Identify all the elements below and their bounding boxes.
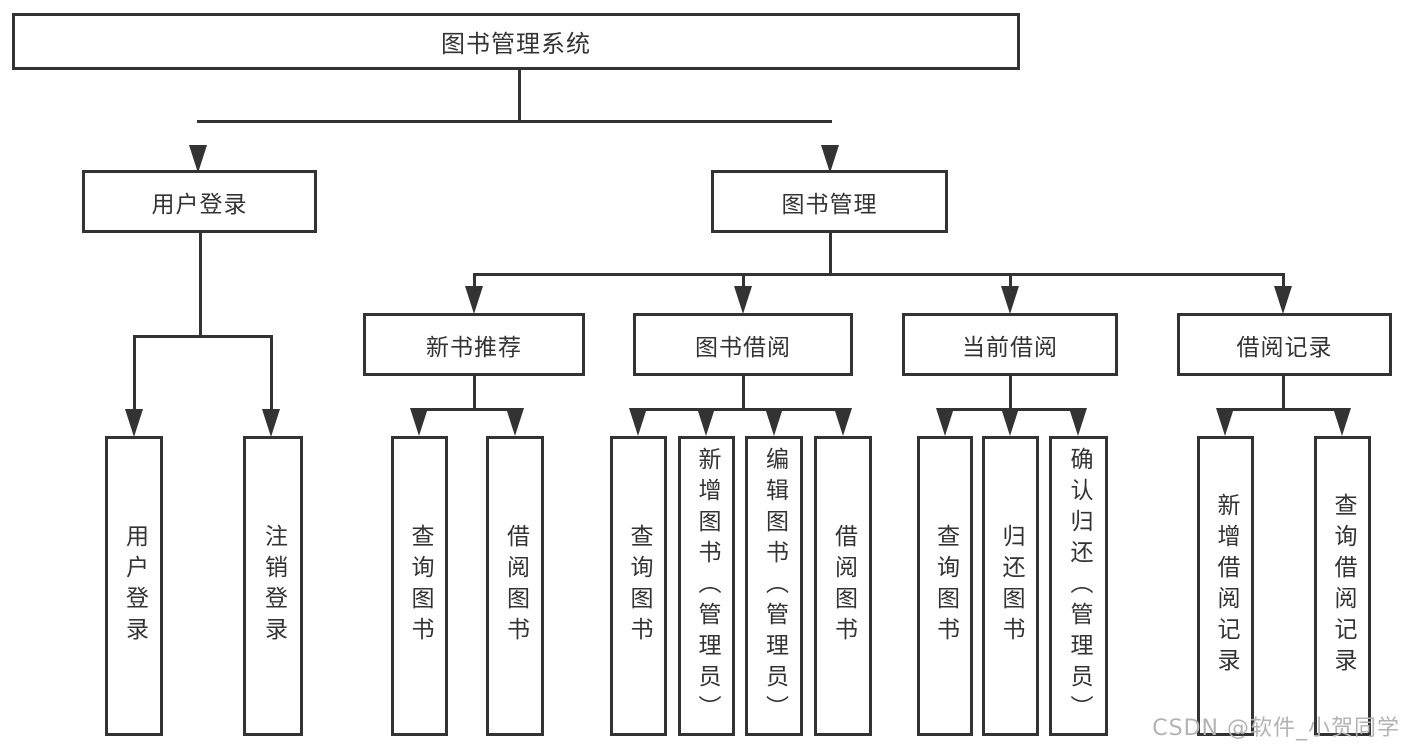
node-new-book-recommendation: 新书推荐 <box>363 313 585 376</box>
arrow-head-icon <box>629 408 647 436</box>
leaf-current-query-books-label: 查询图书 <box>932 524 959 648</box>
arrow-head-icon <box>936 408 954 436</box>
leaf-logout: 注销登录 <box>243 436 303 736</box>
arrow-head-icon <box>506 408 524 436</box>
arrow-head-icon <box>1069 408 1087 436</box>
leaf-borrow-borrow-books-label: 借阅图书 <box>830 524 857 648</box>
arrow-head-icon <box>410 408 428 436</box>
node-borrowing-records: 借阅记录 <box>1177 313 1392 376</box>
connector-hline <box>473 273 1285 276</box>
leaf-newbook-query-books-label: 查询图书 <box>407 524 433 648</box>
leaf-borrow-query-books-label: 查询图书 <box>626 524 652 648</box>
leaf-logout-label: 注销登录 <box>260 524 287 648</box>
connector-vline <box>269 335 273 409</box>
node-root-label: 图书管理系统 <box>441 30 591 58</box>
connector-vline <box>517 68 521 120</box>
node-borrowing-records-label: 借阅记录 <box>1236 334 1333 361</box>
connector-vline <box>1281 273 1285 287</box>
arrow-head-icon <box>1001 286 1019 314</box>
leaf-borrow-query-books: 查询图书 <box>610 436 667 736</box>
node-book-management: 图书管理 <box>711 170 948 233</box>
leaf-record-add-record: 新增借阅记录 <box>1197 436 1254 736</box>
leaf-current-return-books-label: 归还图书 <box>998 524 1024 648</box>
connector-hline <box>418 408 517 411</box>
arrow-head-icon <box>262 409 280 437</box>
leaf-user-login: 用户登录 <box>105 436 163 736</box>
node-current-borrowing-label: 当前借阅 <box>962 334 1058 361</box>
leaf-newbook-borrow-books-label: 借阅图书 <box>502 524 529 648</box>
connector-hline <box>1224 408 1344 411</box>
arrow-head-icon <box>189 145 207 173</box>
connector-vline <box>472 376 476 408</box>
leaf-borrow-edit-books-admin: 编辑图书（管理员） <box>745 436 803 736</box>
node-root: 图书管理系统 <box>12 13 1020 70</box>
leaf-newbook-query-books: 查询图书 <box>391 436 448 736</box>
arrow-head-icon <box>765 408 783 436</box>
connector-hline <box>133 335 273 338</box>
arrow-head-icon <box>1001 408 1019 436</box>
connector-vline <box>132 335 136 409</box>
connector-vline <box>1008 273 1012 287</box>
connector-vline <box>1281 376 1285 408</box>
arrow-head-icon <box>465 286 483 314</box>
leaf-borrow-add-books-admin: 新增图书（管理员） <box>678 436 735 736</box>
connector-vline <box>741 273 745 287</box>
leaf-borrow-add-books-admin-label: 新增图书（管理员） <box>694 446 720 726</box>
leaf-current-query-books: 查询图书 <box>917 436 973 736</box>
arrow-head-icon <box>1274 286 1292 314</box>
arrow-head-icon <box>697 408 715 436</box>
arrow-head-icon <box>1333 408 1351 436</box>
connector-hline <box>197 120 832 123</box>
leaf-record-query-record: 查询借阅记录 <box>1314 436 1371 736</box>
node-current-borrowing: 当前借阅 <box>902 313 1118 376</box>
node-book-borrowing: 图书借阅 <box>633 313 853 376</box>
connector-hline <box>637 408 845 411</box>
arrow-head-icon <box>821 145 839 173</box>
leaf-current-return-books: 归还图书 <box>982 436 1039 736</box>
leaf-current-confirm-return-admin-label: 确认归还（管理员） <box>1066 446 1092 726</box>
node-new-book-recommendation-label: 新书推荐 <box>426 334 522 361</box>
leaf-current-confirm-return-admin: 确认归还（管理员） <box>1049 436 1108 736</box>
node-book-borrowing-label: 图书借阅 <box>695 334 791 361</box>
connector-vline <box>198 233 202 335</box>
connector-vline <box>1008 376 1012 408</box>
arrow-head-icon <box>125 409 143 437</box>
leaf-borrow-borrow-books: 借阅图书 <box>814 436 872 736</box>
connector-vline <box>828 233 832 273</box>
arrow-head-icon <box>1216 408 1234 436</box>
arrow-head-icon <box>734 286 752 314</box>
leaf-user-login-label: 用户登录 <box>121 524 148 648</box>
connector-vline <box>741 376 745 408</box>
node-user-login-label: 用户登录 <box>151 191 248 218</box>
node-book-management-label: 图书管理 <box>781 191 878 218</box>
leaf-borrow-edit-books-admin-label: 编辑图书（管理员） <box>761 446 788 726</box>
arrow-head-icon <box>834 408 852 436</box>
leaf-record-add-record-label: 新增借阅记录 <box>1213 493 1239 679</box>
node-user-login: 用户登录 <box>82 170 317 233</box>
leaf-record-query-record-label: 查询借阅记录 <box>1330 493 1356 679</box>
connector-vline <box>472 273 476 287</box>
leaf-newbook-borrow-books: 借阅图书 <box>486 436 544 736</box>
